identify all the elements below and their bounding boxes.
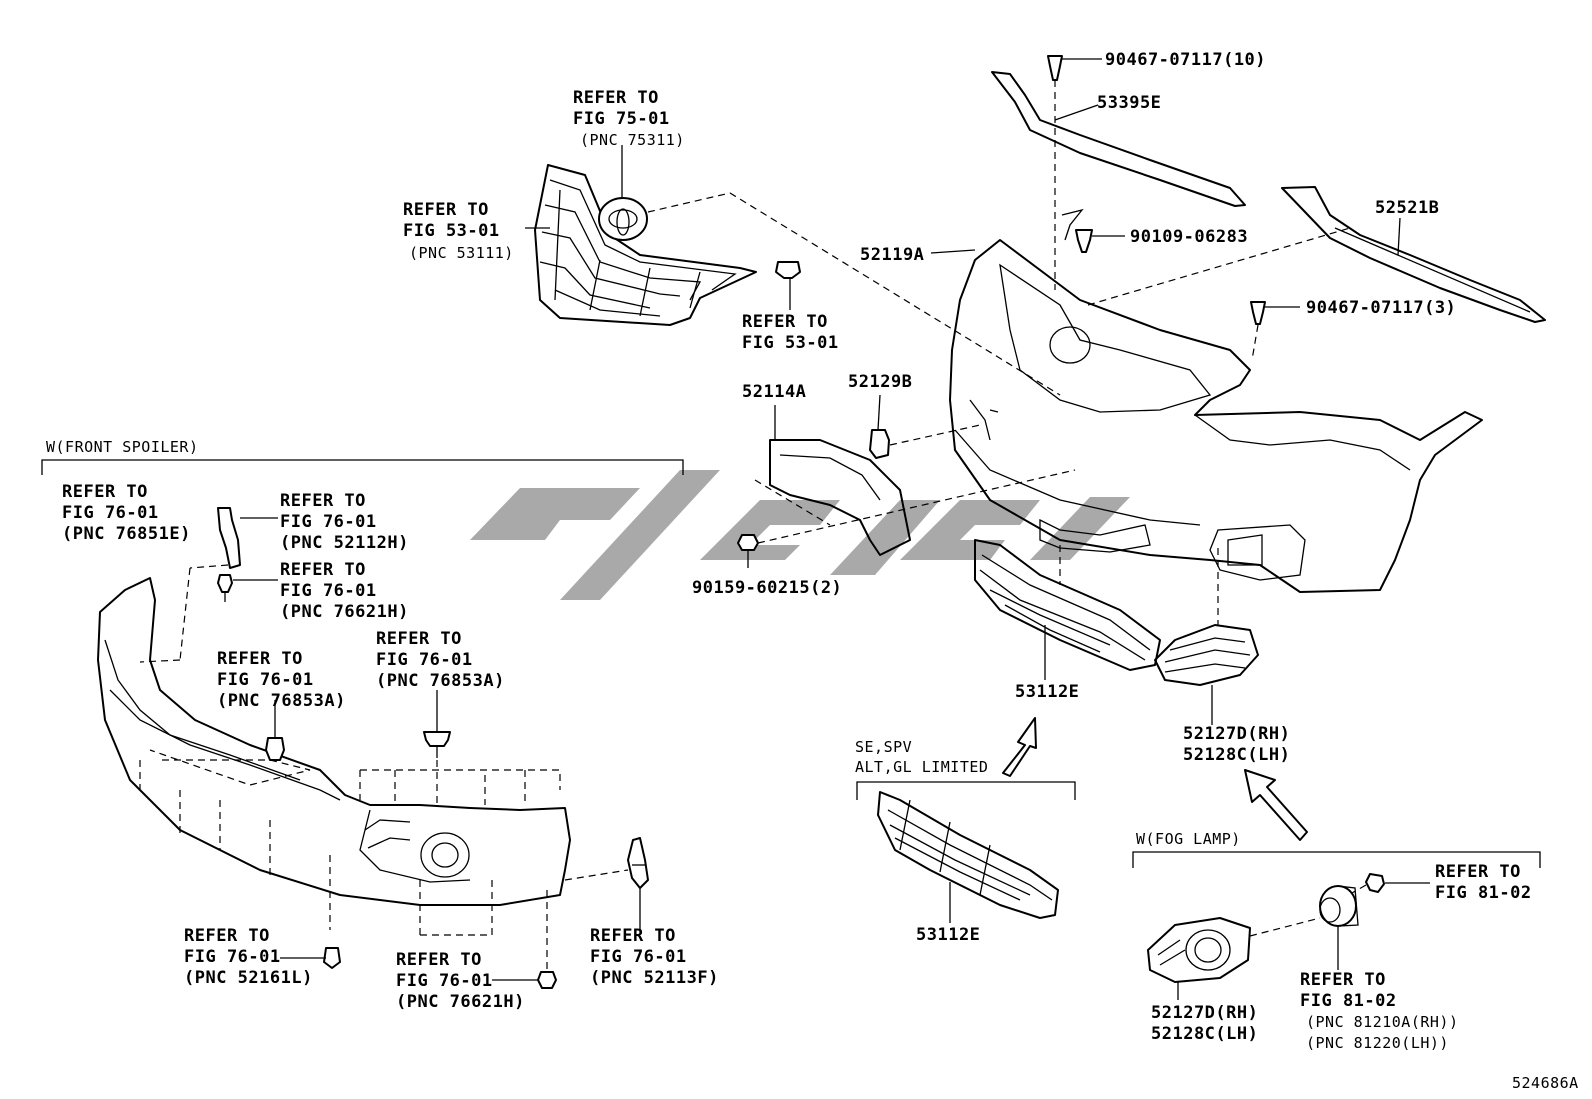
- watermark-logo: [470, 470, 1130, 600]
- label-90467-07117-3: 90467-07117(3): [1306, 298, 1456, 318]
- spoiler-clip-76853A-left: [265, 737, 285, 761]
- label-ref-76851E-line3: (PNC 76851E): [62, 524, 191, 544]
- label-refer-53-01-grille-line1: REFER TO: [403, 200, 489, 220]
- label-ref-81-02-lamp-line2: FIG 81-02: [1300, 991, 1397, 1011]
- label-52127D-bottom: 52127D(RH): [1151, 1003, 1258, 1023]
- retainer-52521B: [1281, 186, 1546, 323]
- label-ref-76621H-bottom-line2: FIG 76-01: [396, 971, 493, 991]
- label-ref-52161L-line1: REFER TO: [184, 926, 270, 946]
- grille-clip: [775, 261, 801, 279]
- label-ref-52113F-line2: FIG 76-01: [590, 947, 687, 967]
- label-ref-76853A-left-line3: (PNC 76853A): [217, 691, 346, 711]
- label-52521B: 52521B: [1375, 198, 1439, 218]
- label-ref-76851E-line1: REFER TO: [62, 482, 148, 502]
- label-ref-81-02-lamp-line3: (PNC 81210A(RH)): [1306, 1013, 1459, 1031]
- fog-lamp-unit: [1319, 885, 1359, 927]
- license-bracket-52114A: [769, 439, 911, 556]
- label-90159-60215-2: 90159-60215(2): [692, 578, 842, 598]
- label-front-spoiler-title: W(FRONT SPOILER): [46, 438, 199, 456]
- toyota-emblem: [598, 197, 648, 241]
- lower-grille-53112E-variant: [877, 791, 1059, 919]
- spoiler-clip-76853A-right: [423, 731, 451, 758]
- spoiler-clip-52161L: [323, 947, 341, 969]
- label-variant-line2: ALT,GL LIMITED: [855, 758, 988, 776]
- label-ref-76621H-top-line3: (PNC 76621H): [280, 602, 409, 622]
- label-ref-76853A-left-line2: FIG 76-01: [217, 670, 314, 690]
- label-ref-52113F-line1: REFER TO: [590, 926, 676, 946]
- label-53112E-bottom: 53112E: [916, 925, 980, 945]
- label-52129B: 52129B: [848, 372, 912, 392]
- spoiler-bracket-52112H: [217, 507, 241, 569]
- spoiler-screw-76621H-bottom: [537, 971, 557, 989]
- label-ref-52112H-line1: REFER TO: [280, 491, 366, 511]
- label-ref-52112H-line2: FIG 76-01: [280, 512, 377, 532]
- label-ref-81-02-clip-line1: REFER TO: [1435, 862, 1521, 882]
- spoiler-bracket-52113F: [627, 837, 649, 889]
- label-52119A: 52119A: [860, 245, 924, 265]
- label-ref-76853A-right-line3: (PNC 76853A): [376, 671, 505, 691]
- label-ref-76853A-right-line1: REFER TO: [376, 629, 462, 649]
- label-53112E-top: 53112E: [1015, 682, 1079, 702]
- front-spoiler: [97, 577, 571, 906]
- label-refer-75-01-line2: FIG 75-01: [573, 109, 670, 129]
- fog-cover-52127D-top: [1154, 624, 1259, 686]
- label-fog-lamp-title: W(FOG LAMP): [1136, 830, 1241, 848]
- label-ref-52161L-line3: (PNC 52161L): [184, 968, 313, 988]
- label-ref-52161L-line2: FIG 76-01: [184, 947, 281, 967]
- screw-90467-right: [1250, 301, 1266, 325]
- fog-lamp-clip: [1365, 873, 1385, 893]
- label-figure-id: 524686A: [1512, 1074, 1579, 1092]
- label-ref-81-02-clip-line2: FIG 81-02: [1435, 883, 1532, 903]
- label-refer-53-01-clip-line1: REFER TO: [742, 312, 828, 332]
- label-ref-81-02-lamp-line4: (PNC 81220(LH)): [1306, 1034, 1449, 1052]
- bolt-90159: [737, 534, 759, 568]
- label-ref-76853A-left-line1: REFER TO: [217, 649, 303, 669]
- label-90109-06283: 90109-06283: [1130, 227, 1248, 247]
- label-refer-53-01-grille-line2: FIG 53-01: [403, 221, 500, 241]
- label-refer-75-01-line3: (PNC 75311): [580, 131, 685, 149]
- label-ref-76621H-bottom-line1: REFER TO: [396, 950, 482, 970]
- label-ref-76851E-line2: FIG 76-01: [62, 503, 159, 523]
- label-52128C-bottom: 52128C(LH): [1151, 1024, 1258, 1044]
- label-refer-53-01-clip-line2: FIG 53-01: [742, 333, 839, 353]
- arrow-to-fog-cover: [1244, 769, 1308, 841]
- cap-52129B: [869, 429, 890, 459]
- label-52127D-top: 52127D(RH): [1183, 724, 1290, 744]
- fog-cover-52127D-bottom: [1147, 917, 1251, 983]
- spoiler-screw-76621H-top: [217, 574, 233, 602]
- label-52128C-top: 52128C(LH): [1183, 745, 1290, 765]
- label-ref-81-02-lamp-line1: REFER TO: [1300, 970, 1386, 990]
- lower-grille-53112E-top: [974, 539, 1161, 671]
- label-53395E: 53395E: [1097, 93, 1161, 113]
- screw-90109: [1075, 229, 1093, 253]
- label-variant-line1: SE,SPV: [855, 738, 912, 756]
- label-refer-53-01-grille-line3: (PNC 53111): [409, 244, 514, 262]
- screw-90467-top: [1047, 55, 1063, 81]
- retainer-53395E: [991, 71, 1246, 207]
- bumper-cover-52119A: [949, 208, 1483, 593]
- label-ref-76621H-top-line1: REFER TO: [280, 560, 366, 580]
- label-90467-07117-10: 90467-07117(10): [1105, 50, 1266, 70]
- arrow-to-53112E: [1002, 717, 1037, 777]
- label-ref-76621H-bottom-line3: (PNC 76621H): [396, 992, 525, 1012]
- label-ref-52112H-line3: (PNC 52112H): [280, 533, 409, 553]
- upper-grille: [534, 164, 757, 326]
- label-ref-76621H-top-line2: FIG 76-01: [280, 581, 377, 601]
- label-52114A: 52114A: [742, 382, 806, 402]
- label-refer-75-01-line1: REFER TO: [573, 88, 659, 108]
- label-ref-52113F-line3: (PNC 52113F): [590, 968, 719, 988]
- label-ref-76853A-right-line2: FIG 76-01: [376, 650, 473, 670]
